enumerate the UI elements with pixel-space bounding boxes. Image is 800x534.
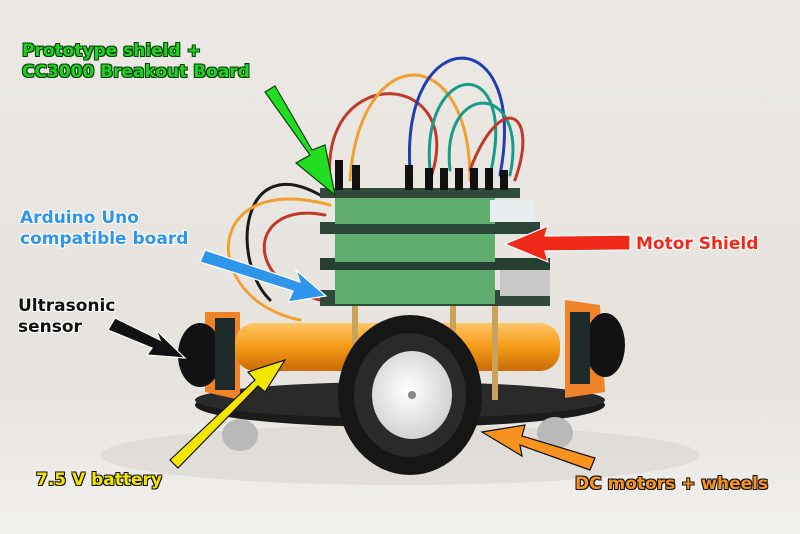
wheel [338,315,482,475]
arrows [107,85,631,471]
header-pins [335,160,508,190]
black-arrow [107,317,187,359]
label-ultrasonic-line1: Ultrasonic [18,296,116,316]
green-arrow [264,85,336,197]
label-prototype-shield-line1: Prototype shield + [22,41,201,61]
red-arrow [503,224,631,264]
orange-arrow [480,424,596,471]
label-ultrasonic-line2: sensor [18,317,82,337]
label-prototype-shield-line2: CC3000 Breakout Board [22,62,250,82]
label-arduino-line2: compatible board [20,229,189,249]
label-ultrasonic: Ultrasonic sensor [18,296,115,338]
label-arduino-line1: Arduino Uno [20,208,139,228]
label-battery: 7.5 V battery [36,470,162,490]
blue-arrow [199,249,328,303]
label-motor-shield: Motor Shield [636,234,759,254]
board-stack [320,188,550,306]
yellow-arrow [169,358,287,469]
label-dc-motors: DC motors + wheels [575,474,769,494]
label-prototype-shield: Prototype shield + CC3000 Breakout Board [22,41,250,83]
label-arduino: Arduino Uno compatible board [20,208,188,250]
